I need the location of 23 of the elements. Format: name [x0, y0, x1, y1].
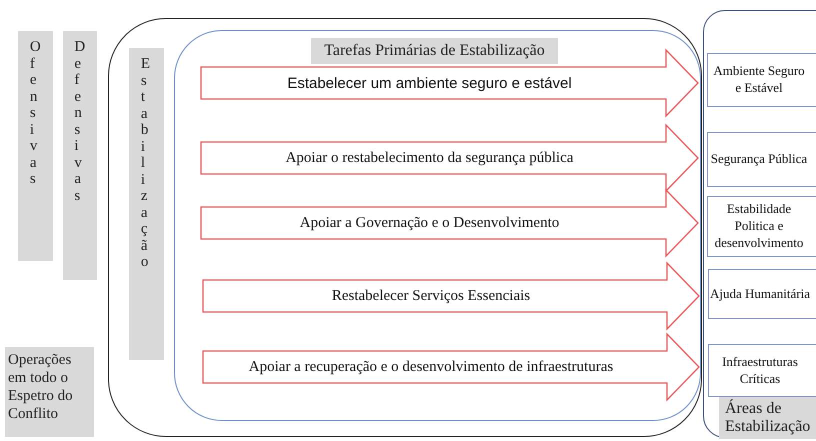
- arrow-label: Apoiar a Governação e o Desenvolvimento: [298, 214, 560, 232]
- arrow-label: Apoiar o restabelecimento da segurança pública: [284, 148, 574, 168]
- text-label: Operações em todo o Espetro do Conflito: [5, 347, 94, 437]
- area-box: Estabilidade Politica e desenvolvimento: [707, 196, 816, 257]
- vertical-label: Ofensivas: [18, 31, 53, 261]
- rounded-frame: [703, 10, 816, 438]
- block-arrow: [202, 332, 700, 402]
- block-arrow: [200, 188, 699, 258]
- block-arrow: [202, 261, 700, 331]
- vertical-label: Defensivas: [63, 31, 97, 280]
- vertical-label: Estabilização: [129, 48, 164, 360]
- block-arrow: [200, 123, 699, 193]
- arrow-label: Estabelecer um ambiente seguro e estável: [286, 74, 573, 94]
- arrow-label: Restabelecer Serviços Essenciais: [330, 286, 532, 306]
- area-box: Ambiente Seguro e Estável: [707, 53, 816, 107]
- block-arrow: [200, 48, 699, 118]
- panel-title: Tarefas Primárias de Estabilização: [311, 38, 558, 64]
- arrow-label: Apoiar a recuperação e o desenvolvimento de infraestruturas: [248, 358, 614, 376]
- frame-caption: Áreas de Estabilização: [719, 397, 816, 439]
- area-box: Ajuda Humanitária: [708, 269, 816, 319]
- area-box: Segurança Pública: [707, 132, 816, 187]
- rounded-frame: [108, 18, 702, 437]
- area-box: Infraestruturas Críticas: [708, 344, 816, 397]
